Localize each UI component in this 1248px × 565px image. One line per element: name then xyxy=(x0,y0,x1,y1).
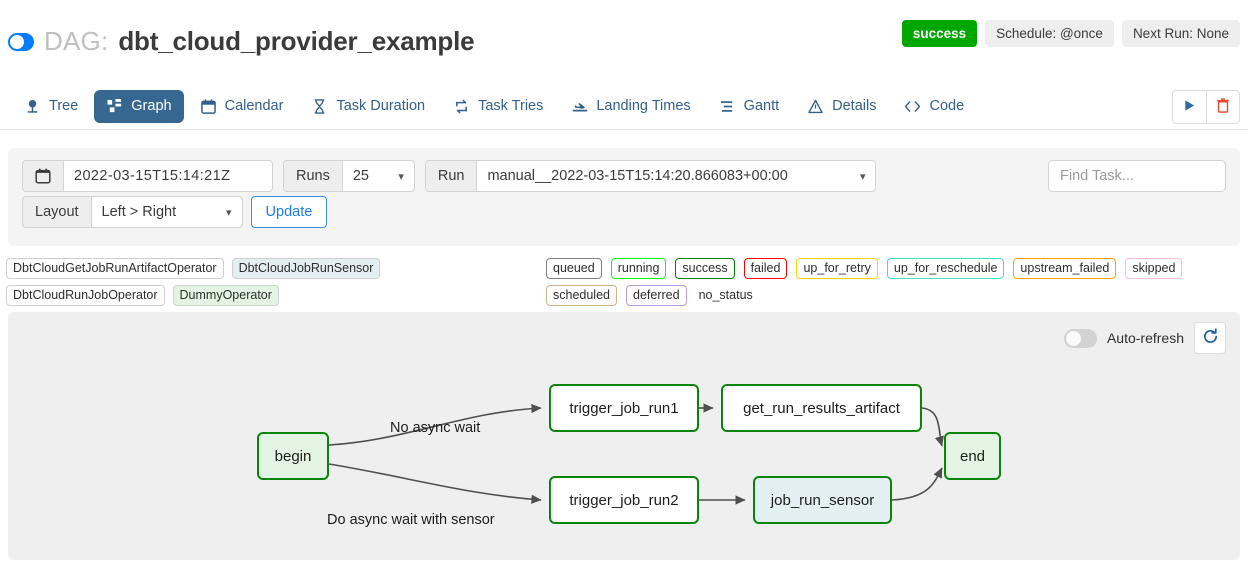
tab-details[interactable]: Details xyxy=(795,90,888,123)
page-header: DAG: dbt_cloud_provider_example success … xyxy=(0,0,1248,74)
tree-icon xyxy=(24,98,41,115)
tab-task-tries[interactable]: Task Tries xyxy=(441,90,555,123)
trash-icon xyxy=(1216,98,1230,116)
auto-refresh-label: Auto-refresh xyxy=(1106,330,1184,346)
schedule-badge: Schedule: @once xyxy=(985,20,1114,47)
update-button[interactable]: Update xyxy=(250,196,328,228)
layout-label: Layout xyxy=(22,196,91,228)
refresh-icon xyxy=(1202,328,1219,348)
legend-state-queued[interactable]: queued xyxy=(546,258,602,279)
graph-node-end[interactable]: end xyxy=(944,432,1001,480)
view-tabbar: Tree Graph Calendar Task Duration xyxy=(0,82,1248,130)
layout-group: Layout Left > Right ▾ xyxy=(22,196,243,228)
operator-legend: DbtCloudGetJobRunArtifactOperator DbtClo… xyxy=(6,258,536,306)
tab-label: Graph xyxy=(131,98,172,114)
dag-run-value: manual__2022-03-15T15:14:20.866083+00:00 xyxy=(487,168,788,184)
filter-row-secondary: Layout Left > Right ▾ Update xyxy=(22,196,328,228)
tab-gantt[interactable]: Gantt xyxy=(707,90,791,123)
graph-node-job-run-sensor[interactable]: job_run_sensor xyxy=(753,476,892,524)
dag-action-buttons xyxy=(1172,90,1240,124)
legend-state-no-status[interactable]: no_status xyxy=(698,288,753,302)
graph-legend: DbtCloudGetJobRunArtifactOperator DbtClo… xyxy=(0,256,1248,308)
refresh-button[interactable] xyxy=(1194,322,1226,354)
edge-label-no-async-wait: No async wait xyxy=(390,420,481,436)
header-badges: success Schedule: @once Next Run: None xyxy=(901,20,1240,47)
legend-operator-chip[interactable]: DbtCloudJobRunSensor xyxy=(231,258,381,279)
runs-label: Runs xyxy=(283,160,342,192)
tab-landing-times[interactable]: Landing Times xyxy=(559,90,702,123)
legend-state-failed[interactable]: failed xyxy=(743,258,788,279)
tab-graph[interactable]: Graph xyxy=(94,89,184,123)
calendar-icon[interactable] xyxy=(22,160,63,192)
tab-task-duration[interactable]: Task Duration xyxy=(299,90,437,123)
next-run-badge: Next Run: None xyxy=(1121,20,1240,47)
legend-state-upstream-failed[interactable]: upstream_failed xyxy=(1013,258,1117,279)
legend-state-success[interactable]: success xyxy=(675,258,735,279)
page-title: dbt_cloud_provider_example xyxy=(118,26,475,56)
run-label: Run xyxy=(424,160,477,192)
graph-edges xyxy=(328,403,944,505)
legend-operator-chip[interactable]: DbtCloudRunJobOperator xyxy=(6,285,165,306)
graph-node-trigger-job-run2[interactable]: trigger_job_run2 xyxy=(549,476,699,524)
graph-canvas-pane: Auto-refresh begin trigger_job_run1 xyxy=(8,312,1240,560)
num-runs-group: Runs 25 ▾ xyxy=(283,160,415,192)
legend-state-up-for-reschedule[interactable]: up_for_reschedule xyxy=(886,258,1005,279)
graph-node-begin[interactable]: begin xyxy=(257,432,329,480)
play-icon xyxy=(1183,99,1196,115)
tab-label: Landing Times xyxy=(596,98,691,114)
tab-label: Details xyxy=(832,98,877,114)
filter-panel: 2022-03-15T15:14:21Z Runs 25 ▾ Run manua… xyxy=(8,148,1240,246)
layout-select[interactable]: Left > Right ▾ xyxy=(90,196,243,228)
legend-operator-chip[interactable]: DbtCloudGetJobRunArtifactOperator xyxy=(6,258,224,279)
find-task-input[interactable]: Find Task... xyxy=(1048,160,1226,192)
tab-label: Code xyxy=(929,98,965,114)
triangle-alert-icon xyxy=(807,98,824,115)
dag-prefix-label: DAG: xyxy=(44,26,109,56)
auto-refresh-toggle[interactable] xyxy=(1063,328,1097,348)
graph-icon xyxy=(106,98,123,115)
legend-state-deferred[interactable]: deferred xyxy=(626,285,687,306)
status-badge: success xyxy=(901,20,978,47)
edge-label-do-async-wait-with-sensor: Do async wait with sensor xyxy=(327,512,495,528)
filter-row-primary: 2022-03-15T15:14:21Z Runs 25 ▾ Run manua… xyxy=(22,160,877,192)
legend-state-up-for-retry[interactable]: up_for_retry xyxy=(796,258,878,279)
state-legend: queued running success failed up_for_ret… xyxy=(546,258,1246,306)
num-runs-value: 25 xyxy=(352,168,369,184)
num-runs-select[interactable]: 25 ▾ xyxy=(341,160,415,192)
dag-run-select[interactable]: manual__2022-03-15T15:14:20.866083+00:00… xyxy=(476,160,877,192)
graph-node-trigger-job-run1[interactable]: trigger_job_run1 xyxy=(549,384,699,432)
chevron-down-icon: ▾ xyxy=(859,170,866,183)
dag-title: DAG: dbt_cloud_provider_example xyxy=(8,26,475,57)
gantt-icon xyxy=(719,98,736,115)
layout-value: Left > Right xyxy=(101,204,177,220)
landing-icon xyxy=(571,98,588,115)
legend-state-skipped[interactable]: skipped xyxy=(1125,258,1183,279)
hourglass-icon xyxy=(311,98,328,115)
code-icon xyxy=(904,98,921,115)
auto-refresh-controls: Auto-refresh xyxy=(1063,322,1226,354)
base-date-group: 2022-03-15T15:14:21Z xyxy=(22,160,273,192)
base-date-input[interactable]: 2022-03-15T15:14:21Z xyxy=(63,160,273,192)
graph-node-get-run-results-artifact[interactable]: get_run_results_artifact xyxy=(721,384,922,432)
legend-operator-chip[interactable]: DummyOperator xyxy=(172,285,279,306)
legend-state-running[interactable]: running xyxy=(610,258,667,279)
dag-run-group: Run manual__2022-03-15T15:14:20.866083+0… xyxy=(424,160,877,192)
retry-icon xyxy=(453,98,470,115)
calendar-icon xyxy=(200,98,217,115)
chevron-down-icon: ▾ xyxy=(398,170,404,183)
tab-label: Task Duration xyxy=(336,98,426,114)
tab-label: Calendar xyxy=(224,98,284,114)
view-tabs: Tree Graph Calendar Task Duration xyxy=(12,82,976,130)
dag-pause-toggle-icon[interactable] xyxy=(8,32,34,51)
legend-state-scheduled[interactable]: scheduled xyxy=(546,285,617,306)
tab-code[interactable]: Code xyxy=(892,90,976,123)
tab-tree[interactable]: Tree xyxy=(12,90,90,123)
trigger-dag-button[interactable] xyxy=(1173,91,1206,123)
chevron-down-icon: ▾ xyxy=(226,206,232,219)
delete-dag-button[interactable] xyxy=(1206,91,1239,123)
tab-calendar[interactable]: Calendar xyxy=(188,90,296,123)
tab-label: Tree xyxy=(49,98,79,114)
tab-label: Task Tries xyxy=(478,98,544,114)
tab-label: Gantt xyxy=(743,98,780,114)
